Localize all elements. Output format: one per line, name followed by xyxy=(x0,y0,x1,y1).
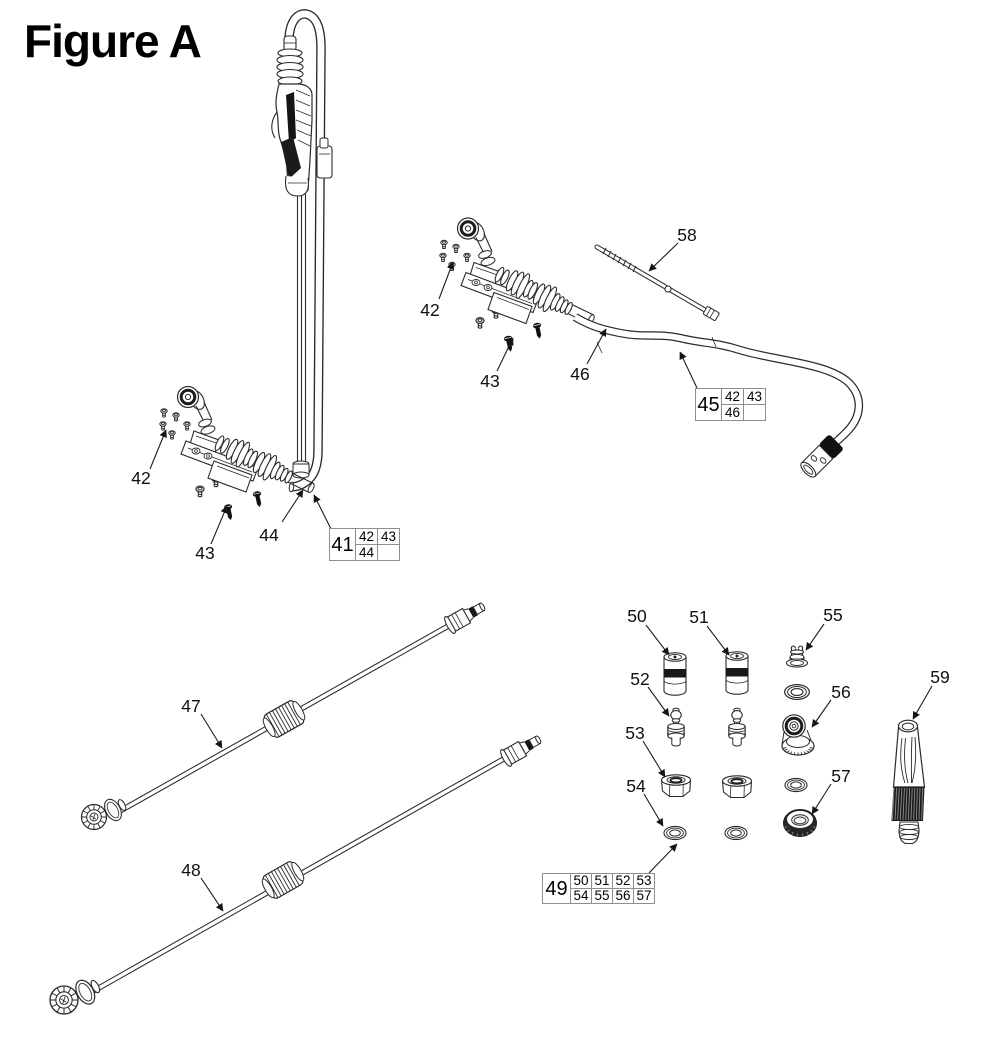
callout-54: 54 xyxy=(626,776,646,796)
callout-57: 57 xyxy=(831,766,850,786)
ref-box-cell: 42 xyxy=(355,528,378,545)
ref-box-cell: 43 xyxy=(743,388,766,405)
hose-connector-drawing xyxy=(800,435,843,478)
trigger-valve-left-drawing xyxy=(160,387,319,520)
part-50-drawing xyxy=(663,652,687,696)
spray-gun-assembly-drawing xyxy=(271,9,333,493)
callout-46: 46 xyxy=(570,364,589,384)
part-57-drawing xyxy=(783,809,817,837)
cleaner-strip-58-drawing xyxy=(594,244,720,321)
gun-handle-drawing xyxy=(271,35,333,197)
ref-box-cell-empty xyxy=(377,544,400,561)
ref-box-49-main: 49 xyxy=(542,873,571,904)
nozzle-parts-group xyxy=(660,645,817,841)
callout-42-right: 42 xyxy=(420,300,439,320)
part-55-drawing xyxy=(785,645,809,668)
ref-box-cell: 51 xyxy=(591,873,613,889)
ref-box-cell: 55 xyxy=(591,888,613,904)
figure-title: Figure A xyxy=(24,15,202,67)
ref-box-cell: 50 xyxy=(570,873,592,889)
gun-hose-and-elbow-drawing xyxy=(284,9,326,493)
ref-box-49: 49 50 51 52 53 54 55 56 57 xyxy=(542,873,655,904)
callout-47: 47 xyxy=(181,696,200,716)
part-52-drawing xyxy=(667,707,685,747)
ref-box-cell: 44 xyxy=(355,544,378,561)
callout-58: 58 xyxy=(677,225,696,245)
part-59-drawing xyxy=(891,719,926,845)
callout-42-left: 42 xyxy=(131,468,150,488)
ref-box-cell: 46 xyxy=(721,404,744,421)
callout-48: 48 xyxy=(181,860,200,880)
callout-44: 44 xyxy=(259,525,279,545)
gun-lance-tubes-drawing xyxy=(292,192,310,479)
callout-50: 50 xyxy=(627,606,647,626)
oring-under-55-drawing xyxy=(784,683,810,701)
ref-box-cell: 52 xyxy=(612,873,634,889)
spray-wand-48-drawing xyxy=(49,730,545,1015)
callout-labels: 42 43 44 42 43 46 58 47 48 50 51 55 52 5… xyxy=(131,225,949,880)
leader-lines xyxy=(149,242,933,912)
spray-wand-47-drawing xyxy=(80,597,490,831)
part-51-drawing xyxy=(725,651,749,695)
part-53b-drawing xyxy=(721,774,753,799)
ref-box-cell: 54 xyxy=(570,888,592,904)
ref-box-cell: 43 xyxy=(377,528,400,545)
callout-52: 52 xyxy=(630,669,649,689)
ref-box-45: 45 42 43 46 xyxy=(695,388,766,421)
hose-46-drawing xyxy=(572,313,864,478)
ref-box-cell: 57 xyxy=(633,888,655,904)
ref-box-41: 41 42 43 44 xyxy=(329,528,400,561)
oring-under-56-drawing xyxy=(784,777,808,793)
part-53-drawing xyxy=(660,773,692,798)
part-52b-drawing xyxy=(728,707,746,747)
ref-box-41-main: 41 xyxy=(329,528,356,561)
ref-box-cell: 42 xyxy=(721,388,744,405)
callout-43-left: 43 xyxy=(195,543,214,563)
callout-53: 53 xyxy=(625,723,644,743)
ref-box-cell: 56 xyxy=(612,888,634,904)
callout-55: 55 xyxy=(823,605,842,625)
part-54-drawing xyxy=(663,825,687,841)
part-54b-drawing xyxy=(724,825,748,841)
part-56-drawing xyxy=(781,714,815,756)
callout-56: 56 xyxy=(831,682,850,702)
trigger-valve-right-drawing xyxy=(440,218,599,351)
callout-59: 59 xyxy=(930,667,949,687)
ref-box-cell: 53 xyxy=(633,873,655,889)
callout-43-right: 43 xyxy=(480,371,499,391)
ref-box-cell-empty xyxy=(743,404,766,421)
ref-box-45-main: 45 xyxy=(695,388,722,421)
callout-51: 51 xyxy=(689,607,708,627)
